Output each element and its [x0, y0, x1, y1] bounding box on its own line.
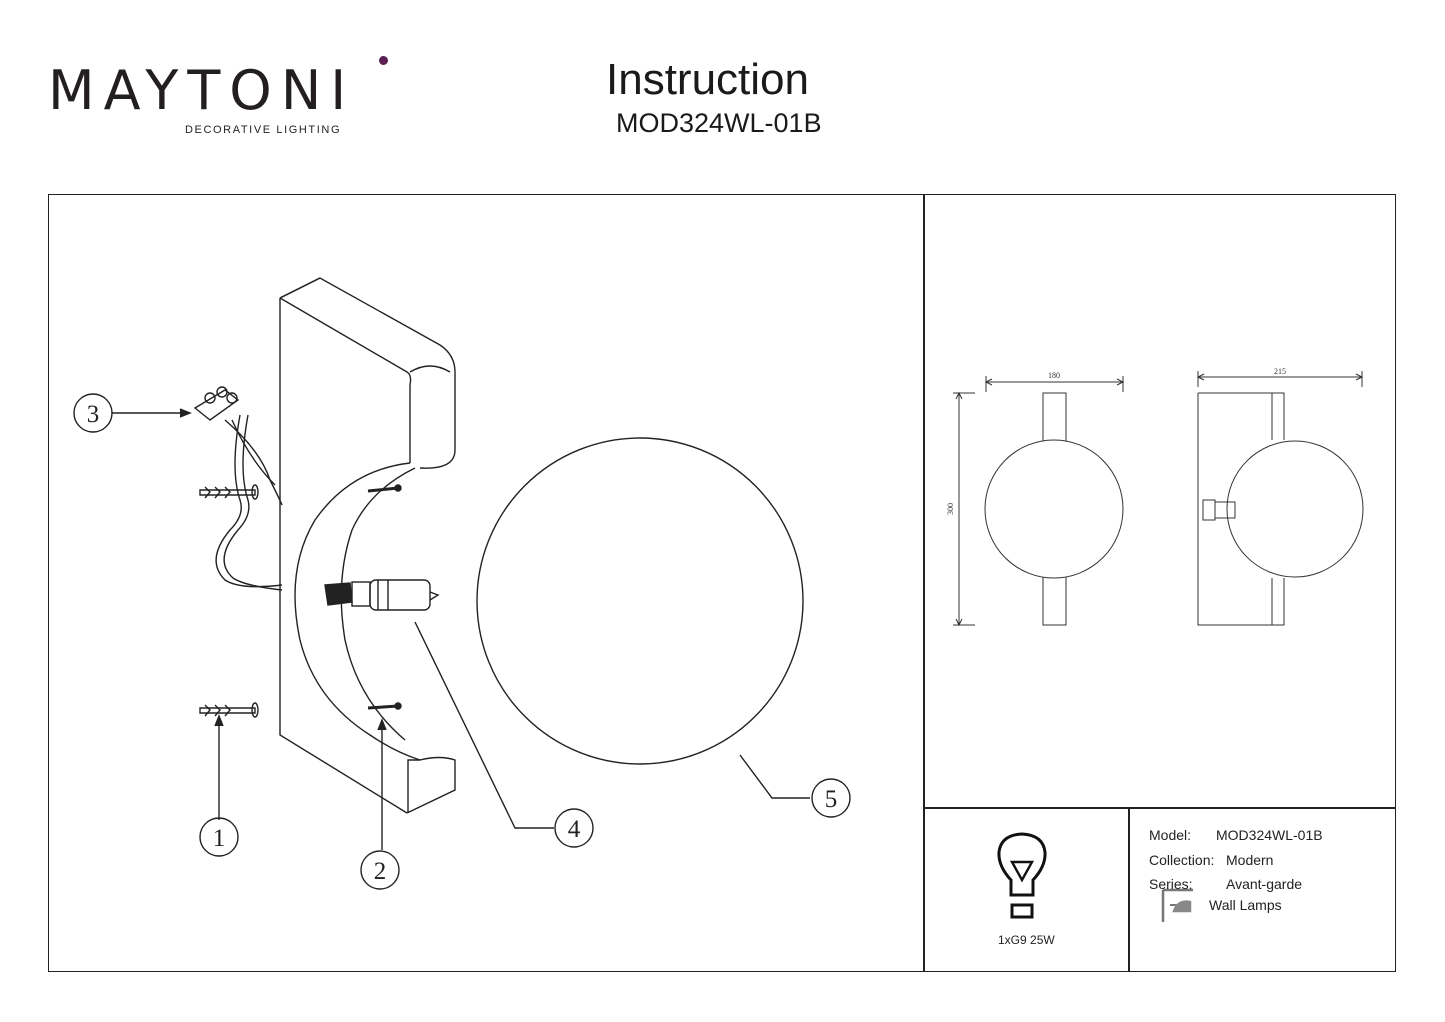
leader-1-arrow [214, 714, 224, 727]
series-label: Series: [1149, 876, 1193, 892]
dimension-width-side: 215 [1274, 367, 1286, 376]
mounting-screws [367, 484, 402, 710]
glass-sphere [476, 437, 804, 765]
model-value: MOD324WL-01B [1216, 827, 1323, 843]
dimension-width-front: 180 [1048, 371, 1060, 380]
wire-terminal-block [193, 386, 283, 591]
side-view-drawing [1196, 371, 1364, 626]
wall-lamp-icon [1161, 888, 1193, 922]
lamp-spec: 1xG9 25W [998, 933, 1055, 947]
brand-logo-dot [379, 56, 388, 65]
collection-label: Collection: [1149, 852, 1215, 868]
callout-label-5: 5 [825, 786, 838, 813]
dimension-height: 300 [946, 503, 955, 515]
callout-circle-5 [811, 778, 851, 818]
front-view-drawing [953, 376, 1125, 627]
bulb-icon [997, 832, 1047, 919]
leader-2-arrow [377, 718, 387, 731]
brand-tagline: DECORATIVE LIGHTING [185, 124, 342, 136]
callout-label-4: 4 [568, 816, 581, 843]
callout-circle-1 [199, 817, 239, 857]
brand-logo: MAYTONI DECORATIVE LIGHTING [48, 56, 388, 136]
leader-4 [414, 621, 554, 829]
callout-circle-2 [360, 850, 400, 890]
callout-label-1: 1 [213, 825, 226, 852]
callout-label-3: 3 [87, 401, 100, 428]
divider-horizontal-info [923, 807, 1396, 809]
lamp-type-value: Wall Lamps [1209, 897, 1282, 913]
model-label: Model: [1149, 827, 1192, 843]
document-title: Instruction [606, 55, 809, 104]
wall-bracket-body [279, 277, 456, 814]
callout-label-2: 2 [374, 858, 387, 885]
series-value: Avant-garde [1226, 876, 1303, 892]
instruction-frame [48, 194, 1396, 972]
g9-bulb [324, 579, 440, 611]
collection-value: Modern [1226, 852, 1274, 868]
divider-vertical-info [1128, 807, 1130, 972]
leader-5 [739, 754, 810, 799]
document-model-code: MOD324WL-01B [616, 108, 822, 138]
callout-circle-3 [73, 393, 113, 433]
wall-plugs [199, 484, 259, 718]
leader-3-arrow [179, 408, 192, 418]
brand-name: MAYTONI [48, 59, 356, 122]
divider-vertical-main [923, 194, 925, 972]
callout-circle-4 [554, 808, 594, 848]
